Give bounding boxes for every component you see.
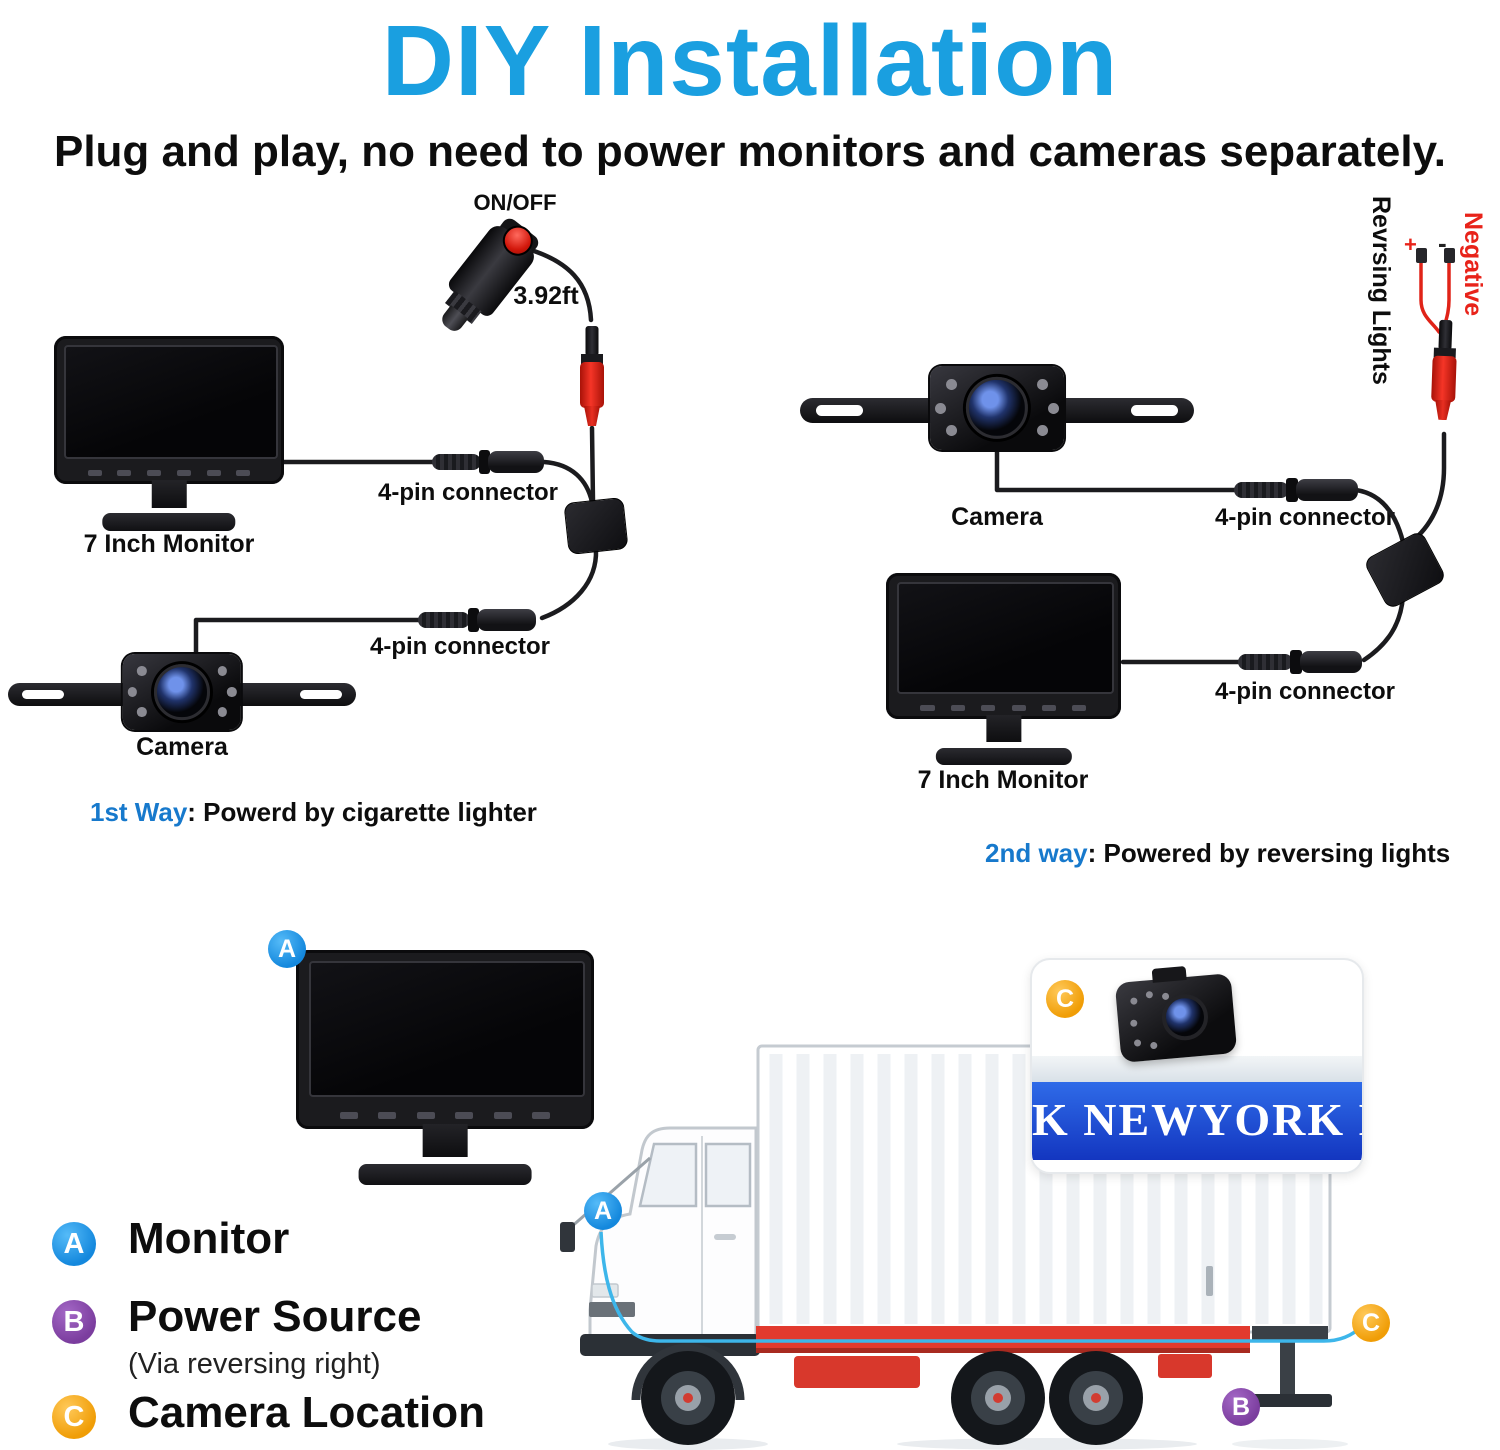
- on-off-label: ON/OFF: [473, 190, 557, 215]
- camera-lens: [1160, 992, 1211, 1043]
- legend-label-monitor: Monitor: [128, 1214, 290, 1263]
- second-way-rest: : Powered by reversing lights: [1087, 838, 1451, 868]
- camera-head: [122, 654, 242, 730]
- minus-mark: -: [1438, 228, 1447, 258]
- legend-badge-c: C: [52, 1395, 96, 1439]
- second-way-caption: 2nd way: Powered by reversing lights: [985, 838, 1450, 869]
- truck-illustration: [560, 1044, 1364, 1450]
- power-barrel-connector: [579, 326, 605, 430]
- reversing-lights-label: Revrsing Lights: [1367, 196, 1395, 385]
- camera-location-inset: K NEWYORK N: [1030, 958, 1364, 1174]
- first-way-caption: 1st Way: Powerd by cigarette lighter: [90, 797, 537, 828]
- page-title: DIY Installation: [381, 5, 1119, 117]
- monitor-label-1: 7 Inch Monitor: [83, 530, 255, 558]
- license-plate-camera-1: [8, 654, 356, 730]
- cigarette-lighter-plug: [408, 212, 558, 362]
- inset-badge-c: C: [1046, 980, 1084, 1018]
- connector-label-1: 4-pin connector: [377, 479, 558, 506]
- truck-badge-b: B: [1222, 1388, 1260, 1426]
- power-barrel-connector-2: [1429, 319, 1459, 433]
- four-pin-connector-1: [432, 449, 544, 475]
- monitor-illustration-2: [886, 573, 1121, 765]
- license-plate: K NEWYORK N: [1032, 1082, 1362, 1160]
- cable-length-label: 3.92ft: [513, 282, 579, 310]
- legend-badge-b: B: [52, 1300, 96, 1344]
- truck-badge-c: C: [1352, 1304, 1390, 1342]
- four-pin-connector-4: [1238, 649, 1362, 675]
- cable-splitter-1: [563, 497, 629, 555]
- legend-label-camera-location: Camera Location: [128, 1388, 485, 1437]
- truck-badge-a: A: [584, 1192, 622, 1230]
- first-way-rest: : Powerd by cigarette lighter: [187, 797, 537, 827]
- monitor-illustration-1: [54, 336, 284, 531]
- monitor-illustration-large: [296, 950, 594, 1185]
- page-subtitle: Plug and play, no need to power monitors…: [53, 127, 1447, 176]
- monitor-label-2: 7 Inch Monitor: [917, 766, 1089, 794]
- legend-label-power-source: Power Source: [128, 1292, 422, 1341]
- connector-label-2: 4-pin connector: [369, 633, 550, 660]
- four-pin-connector-3: [1234, 477, 1358, 503]
- camera-lens: [965, 376, 1029, 440]
- truck-wheels: [641, 1351, 1143, 1445]
- connector-label-4: 4-pin connector: [1214, 678, 1395, 705]
- bumper-strip: [1032, 1056, 1362, 1082]
- negative-label: Negative: [1459, 212, 1487, 317]
- legend-badge-a: A: [52, 1222, 96, 1266]
- camera-label-1: Camera: [136, 733, 228, 761]
- four-pin-connector-2: [418, 607, 536, 633]
- second-way-lead: 2nd way: [985, 838, 1088, 868]
- camera-label-2: Camera: [951, 503, 1043, 531]
- legend-sublabel-power-source: (Via reversing right): [128, 1348, 381, 1380]
- inset-camera-illustration: [1114, 965, 1238, 1063]
- camera-lens: [154, 664, 210, 720]
- license-plate-text: K NEWYORK N: [1032, 1094, 1362, 1145]
- first-way-lead: 1st Way: [90, 797, 188, 827]
- wires-left: [193, 247, 599, 659]
- camera-head: [930, 366, 1064, 450]
- plus-mark: +: [1404, 232, 1417, 257]
- camera-route-line: [599, 1231, 1364, 1343]
- monitor-a-badge: A: [268, 930, 306, 968]
- wires-right: [994, 431, 1447, 665]
- connector-label-3: 4-pin connector: [1214, 504, 1395, 531]
- license-plate-camera-2: [800, 366, 1194, 450]
